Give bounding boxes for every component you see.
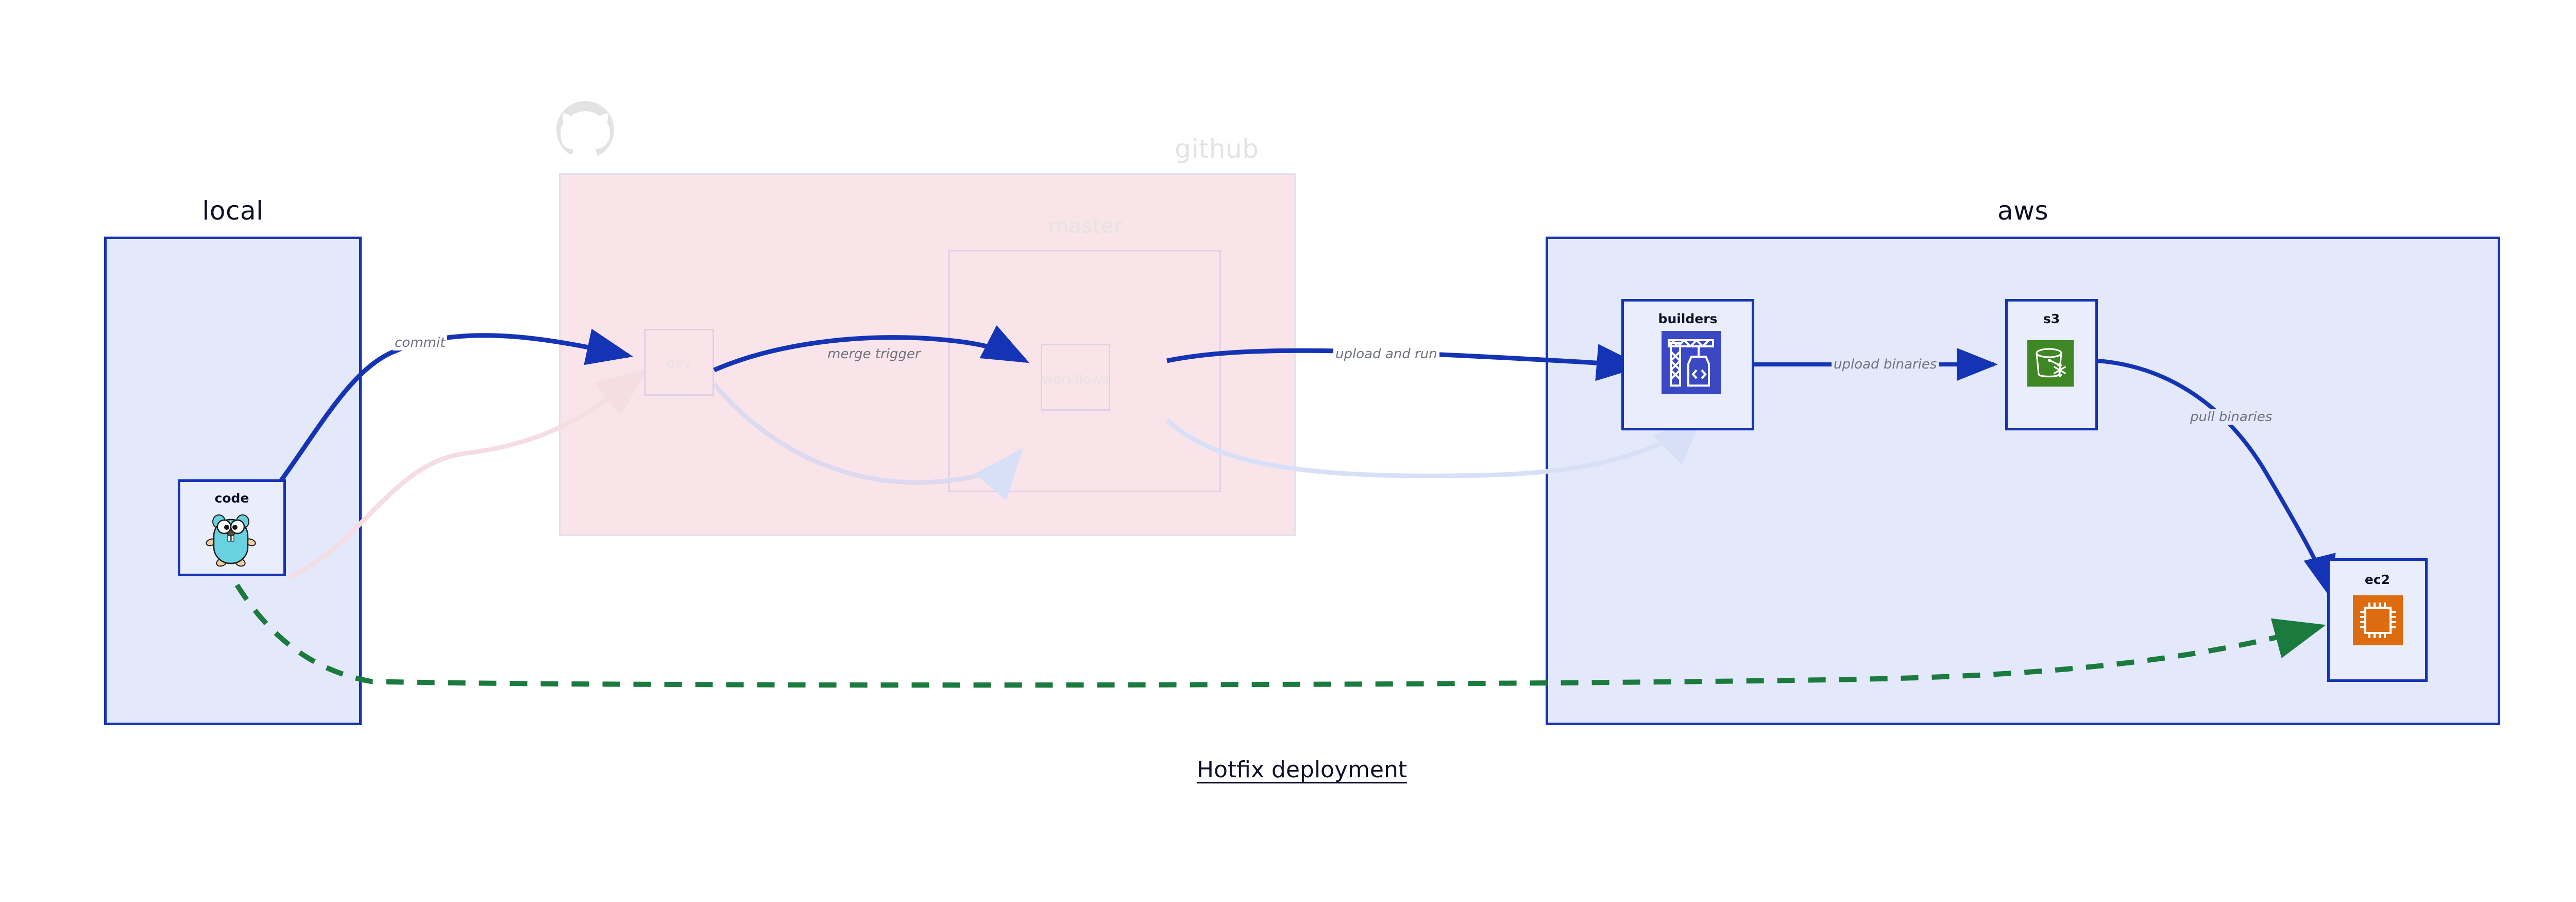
- node-builders-label: builders: [1658, 311, 1718, 326]
- node-dev-label: dev: [667, 356, 691, 371]
- diagram-caption: Hotfix deployment: [1196, 757, 1408, 783]
- subgroup-master-title: master: [1048, 214, 1123, 238]
- edge-faded-workflows-builders: [1165, 414, 1704, 478]
- aws-ec2-icon: [2353, 595, 2403, 645]
- node-ec2-label: ec2: [2364, 572, 2391, 587]
- edge-hotfix-dashed: [234, 583, 2326, 688]
- node-code-label: code: [214, 491, 249, 506]
- edge-faded-dev-workflows: [712, 382, 1023, 501]
- node-workflows[interactable]: [1041, 344, 1110, 411]
- edge-label-commit: commit: [393, 335, 448, 350]
- group-local-title: local: [202, 196, 264, 226]
- aws-s3-glacier-icon: [2027, 340, 2074, 387]
- aws-codebuild-icon: [1662, 331, 1721, 394]
- go-gopher-icon: [205, 510, 257, 567]
- edge-label-pull-binaries: pull binaries: [2188, 409, 2275, 425]
- edge-commit: [276, 328, 633, 486]
- edge-label-upload-and-run: upload and run: [1333, 346, 1439, 362]
- edge-upload-and-run: [1166, 344, 1643, 381]
- group-github-title: github: [1175, 134, 1259, 164]
- edge-merge-trigger: [713, 325, 1030, 373]
- edge-label-upload-binaries: upload binaries: [1832, 357, 1939, 372]
- github-octocat-icon: [554, 101, 616, 162]
- group-aws-title: aws: [1997, 196, 2049, 226]
- node-dev[interactable]: [644, 329, 714, 396]
- edge-label-merge-trigger: merge trigger: [825, 346, 923, 362]
- node-workflows-label: workflows: [1042, 372, 1109, 388]
- edge-faded-code-dev: [287, 368, 648, 580]
- edge-pull-binaries: [2097, 359, 2336, 597]
- node-s3-label: s3: [2043, 311, 2060, 326]
